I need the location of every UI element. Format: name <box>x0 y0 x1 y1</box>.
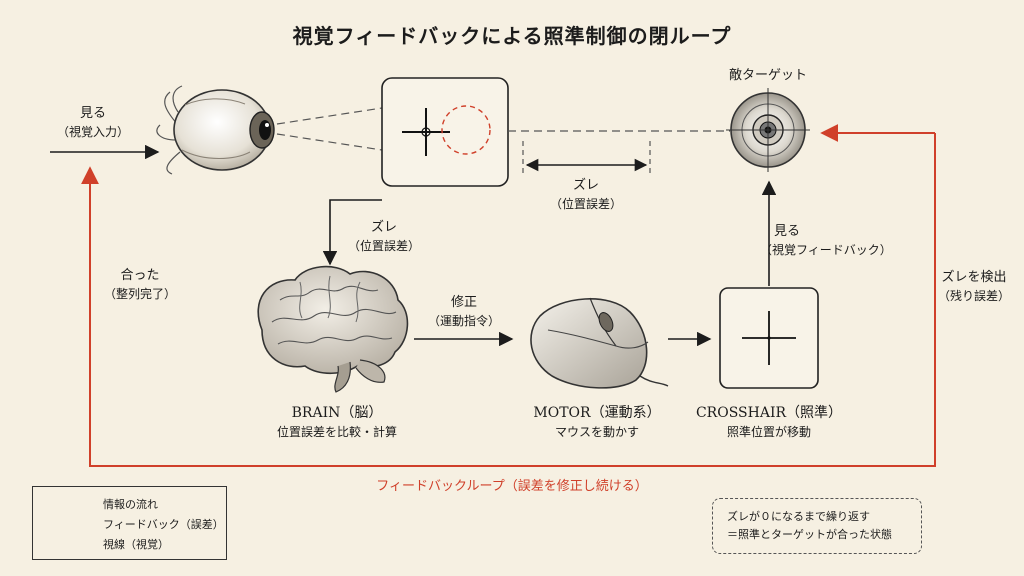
label-aligned: 合った （整列完了） <box>90 266 190 304</box>
label-brain: BRAIN（脳） 位置誤差を比較・計算 <box>252 404 422 442</box>
label-motor-main: MOTOR（運動系） <box>533 405 661 421</box>
target-outline <box>441 105 491 155</box>
note-line-2: ＝照準とターゲットが合った状態 <box>727 528 892 541</box>
view-box <box>381 77 509 187</box>
note-line-1: ズレが０になるまで繰り返す <box>727 510 870 523</box>
label-motor: MOTOR（運動系） マウスを動かす <box>512 404 682 442</box>
feedback-loop-line <box>81 133 936 467</box>
legend: 情報の流れ フィードバック（誤差） 視線（視覚） <box>32 486 227 560</box>
label-feedback-loop: フィードバックループ（誤差を修正し続ける） <box>376 479 648 494</box>
crosshair-box <box>719 287 819 389</box>
label-brain-main: BRAIN（脳） <box>291 405 383 421</box>
label-crosshair: CROSSHAIR（照準） 照準位置が移動 <box>684 404 854 442</box>
label-correct-sub: （運動指令） <box>427 314 500 328</box>
label-correct-main: 修正 <box>450 295 477 310</box>
label-crosshair-main: CROSSHAIR（照準） <box>695 405 843 421</box>
legend-label-sight: 視線（視覚） <box>103 538 169 551</box>
label-detect-main: ズレを検出 <box>941 270 1007 285</box>
legend-label-flow: 情報の流れ <box>103 498 158 511</box>
note-box: ズレが０になるまで繰り返す ＝照準とターゲットが合った状態 <box>712 498 922 554</box>
label-aligned-sub: （整列完了） <box>103 287 176 301</box>
eye-icon <box>156 85 275 175</box>
label-brain-sub: 位置誤差を比較・計算 <box>276 425 397 439</box>
label-aligned-main: 合った <box>120 268 160 283</box>
label-motor-sub: マウスを動かす <box>554 425 639 439</box>
label-see-feedback: 見る （視覚フィードバック） <box>760 222 924 260</box>
label-see-input-main: 見る <box>79 106 106 121</box>
label-detect-sub: （残り誤差） <box>937 289 1010 303</box>
label-see-input: 見る （視覚入力） <box>38 104 148 142</box>
label-correct: 修正 （運動指令） <box>414 293 514 331</box>
enemy-target-icon <box>726 88 810 172</box>
label-crosshair-sub: 照準位置が移動 <box>726 425 811 439</box>
brain-icon <box>257 265 409 393</box>
label-see-input-sub: （視覚入力） <box>56 125 129 139</box>
label-offset-down-sub: （位置誤差） <box>347 239 420 253</box>
label-offset-view-main: ズレ <box>572 178 599 193</box>
sight-line-lower <box>276 133 383 151</box>
label-enemy-target: 敵ターゲット <box>728 68 807 83</box>
label-offset-down-main: ズレ <box>370 220 397 235</box>
label-see-feedback-main: 見る <box>774 224 801 239</box>
label-detect: ズレを検出 （残り誤差） <box>924 268 1024 306</box>
label-see-feedback-sub: （視覚フィードバック） <box>760 243 892 257</box>
flow-arrow-to-brain <box>322 199 382 266</box>
label-offset-view: ズレ （位置誤差） <box>531 176 641 214</box>
offset-dimension <box>522 141 651 174</box>
sight-line-upper <box>276 107 383 125</box>
diagram-title: 視覚フィードバックによる照準制御の閉ループ <box>292 24 732 48</box>
label-offset-view-sub: （位置誤差） <box>549 197 622 211</box>
label-offset-down: ズレ （位置誤差） <box>334 218 434 256</box>
legend-label-feedback: フィードバック（誤差） <box>103 518 224 531</box>
mouse-icon <box>530 297 669 389</box>
